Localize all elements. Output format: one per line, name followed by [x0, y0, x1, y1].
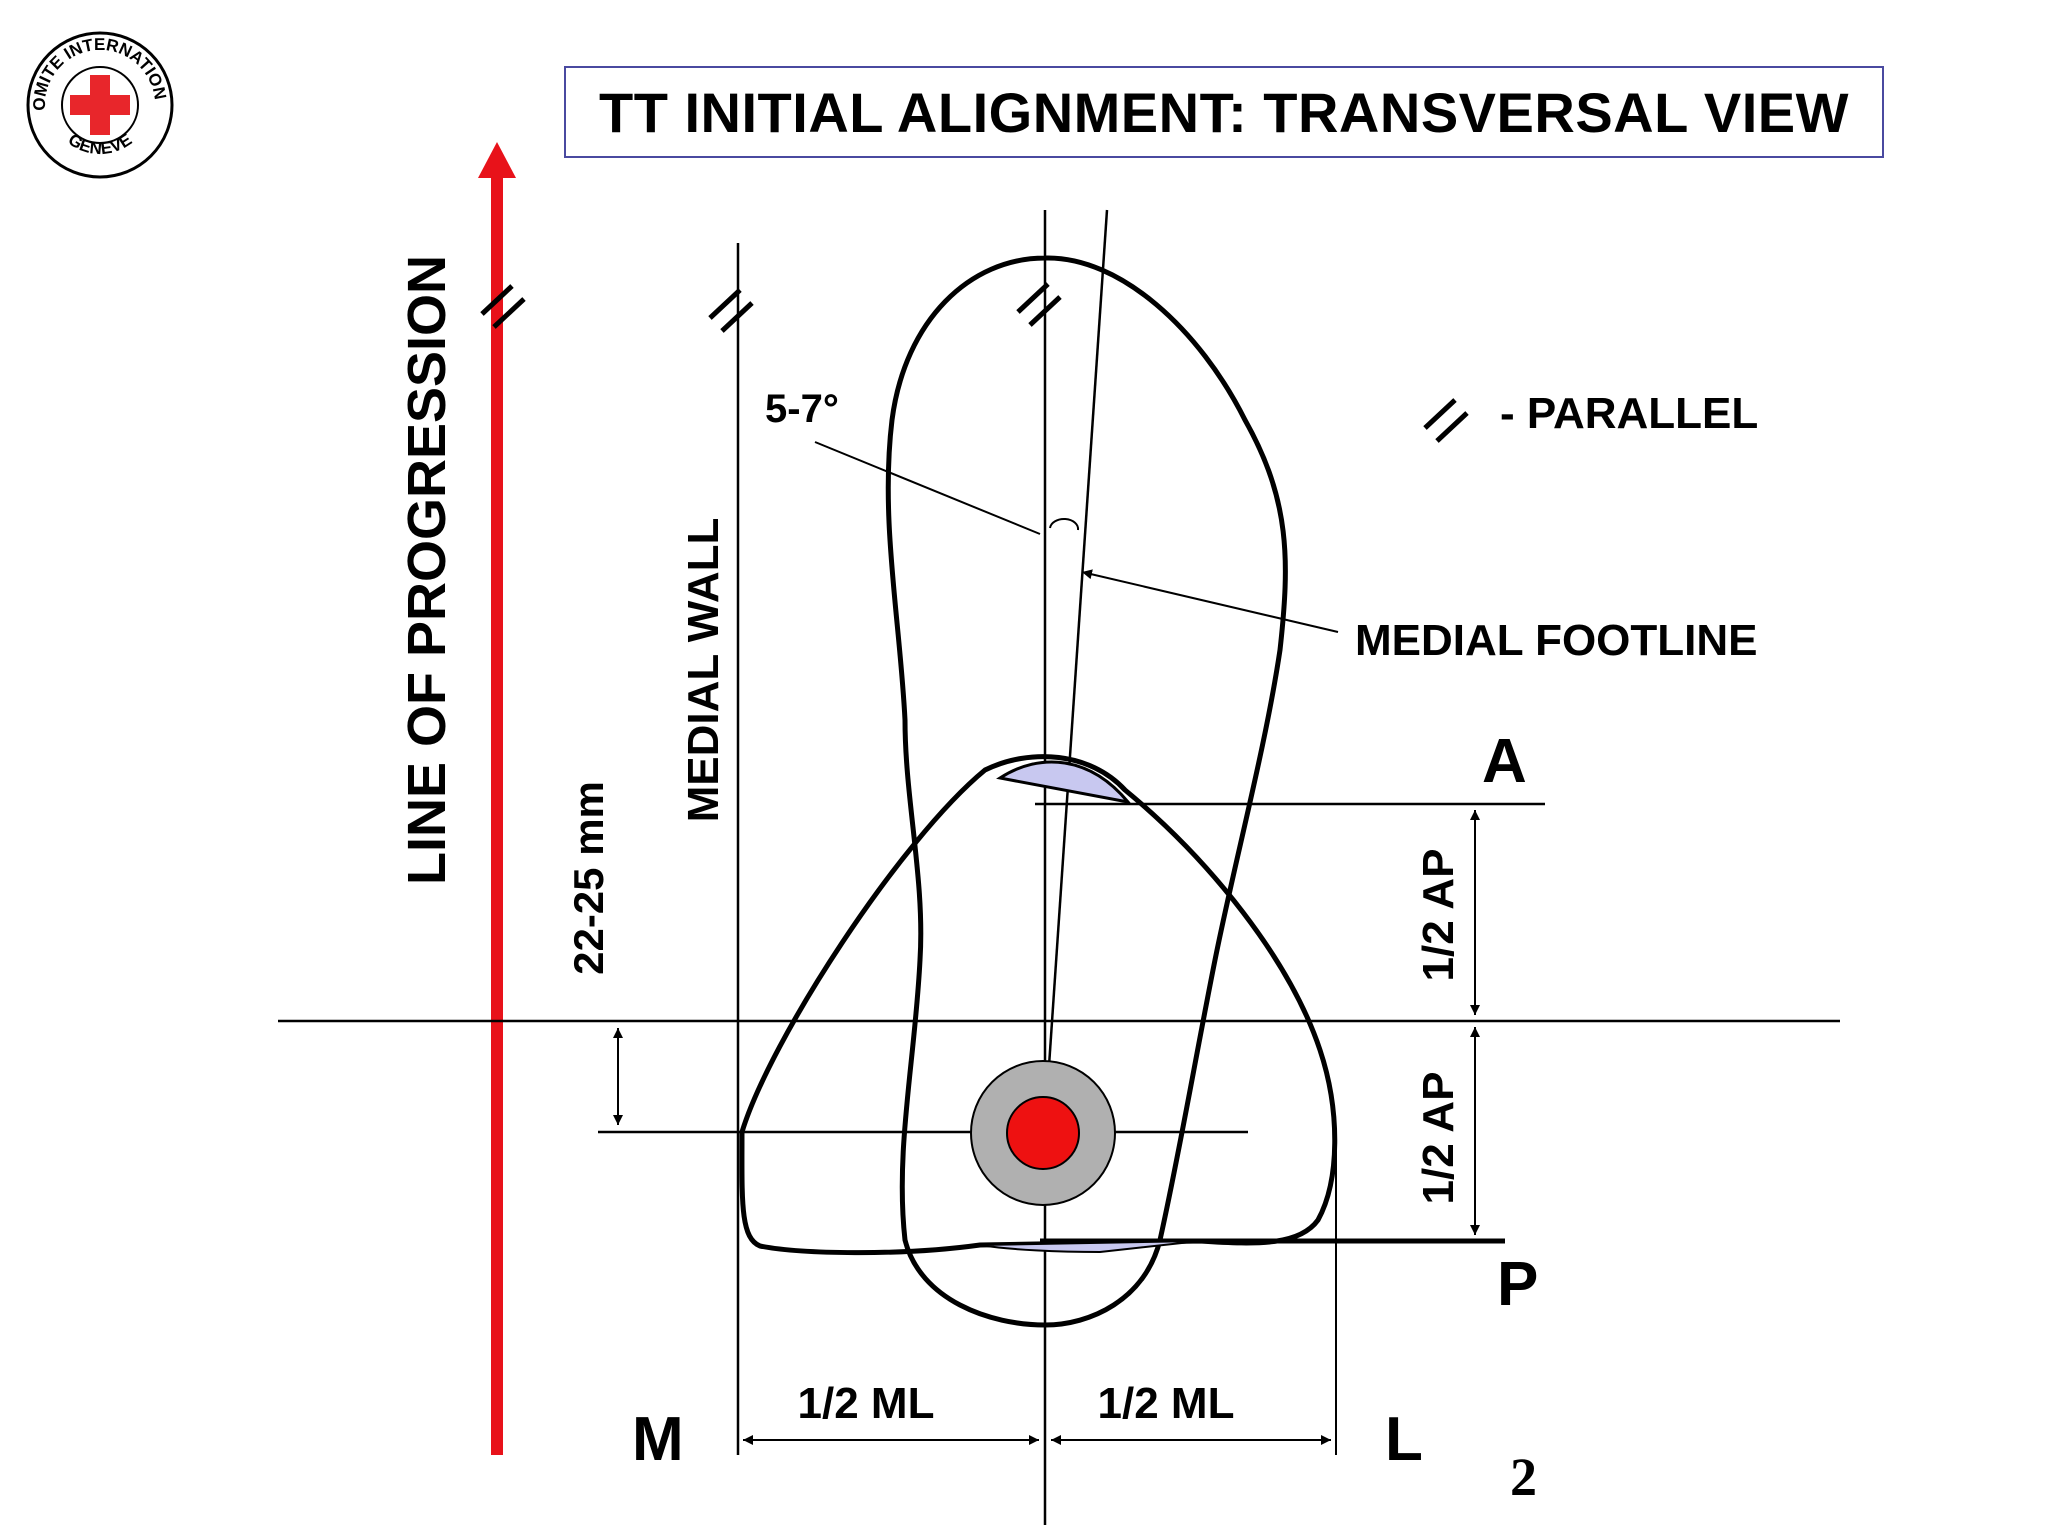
posterior-shaded-region: [979, 1240, 1201, 1254]
half-ap-upper-label: 1/2 AP: [1414, 849, 1463, 982]
socket-outline: [739, 754, 1338, 1256]
angle-leader-line: [814, 441, 1041, 535]
half-ml-right-label: 1/2 ML: [1098, 1379, 1235, 1428]
medial-wall-label: MEDIAL WALL: [679, 518, 728, 823]
lateral-label: L: [1385, 1405, 1423, 1474]
line-of-progression-arrow: [478, 142, 516, 1455]
medial-footline: [1043, 209, 1109, 1126]
foot-outline: [885, 255, 1288, 1328]
parallel-marks: [480, 282, 1062, 333]
anterior-shaded-region: [996, 760, 1132, 805]
double-slash-icon: [1423, 398, 1469, 443]
line-of-progression-label: LINE OF PROGRESSION: [397, 255, 457, 885]
red-cross-icon: COMITE INTERNATIONAL GENEVE: [0, 0, 174, 179]
half-ml-left-label: 1/2 ML: [798, 1379, 935, 1428]
parallel-legend-label: - PARALLEL: [1500, 389, 1758, 438]
angle-arc: [1049, 517, 1080, 531]
page-number: 2: [1510, 1447, 1537, 1507]
pylon-inner-circle: [1006, 1096, 1080, 1170]
medial-footline-pointer: [1081, 569, 1339, 633]
angle-label: 5-7°: [765, 387, 839, 431]
half-ap-lower-label: 1/2 AP: [1414, 1072, 1463, 1205]
offset-label: 22-25 mm: [565, 781, 612, 975]
title-box: TT INITIAL ALIGNMENT: TRANSVERSAL VIEW: [564, 66, 1884, 158]
page-title: TT INITIAL ALIGNMENT: TRANSVERSAL VIEW: [599, 80, 1849, 144]
medial-label: M: [632, 1405, 684, 1474]
medial-footline-label: MEDIAL FOOTLINE: [1355, 616, 1758, 665]
posterior-label: P: [1497, 1250, 1538, 1319]
anterior-label: A: [1482, 727, 1527, 796]
